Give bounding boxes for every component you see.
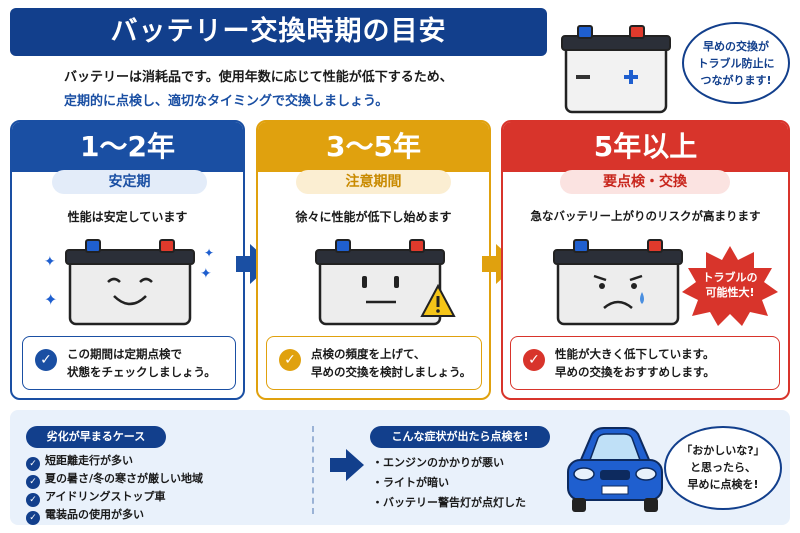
battery-illustration-icon [561,25,671,114]
check-advice-line-1: 「おかしいな?」 [681,444,765,457]
card-stable-years: 1〜2年 [12,122,243,172]
check-icon: ✓ [26,475,40,489]
sparkle-icon: ✦ [204,246,215,260]
trouble-burst-label: トラブルの 可能性大! [690,270,770,300]
card-replace-note-line-1: 性能が大きく低下しています。 [555,347,715,361]
check-icon: ✓ [26,511,40,525]
cases-title: 劣化が早まるケース [26,426,166,448]
card-replace-note: ✓ 性能が大きく低下しています。 早めの交換をおすすめします。 [510,336,780,390]
check-icon: ✓ [35,349,57,371]
check-advice-bubble: 「おかしいな?」 と思ったら、 早めに点検を! [664,426,782,510]
card-replace-note-line-2: 早めの交換をおすすめします。 [555,365,715,379]
card-caution-desc: 徐々に性能が低下し始めます [295,210,452,224]
check-icon: ✓ [26,457,40,471]
arrow-right-icon [236,256,250,272]
trouble-burst-line-1: トラブルの [702,271,758,284]
advice-line-2: トラブル防止に [697,57,775,70]
symptom-item: ・ライトが暗い [372,476,449,489]
card-replace-status: 要点検・交換 [560,170,730,194]
card-stable-note-line-1: この期間は定期点検で [67,347,182,361]
check-advice-line-2: と思ったら、 [690,461,756,474]
case-text: 電装品の使用が多い [45,508,144,521]
arrow-right-icon [330,458,346,472]
advice-line-1: 早めの交換が [703,40,769,53]
symptom-item: ・バッテリー警告灯が点灯した [372,496,526,509]
case-item: ✓ 電装品の使用が多い [26,506,144,525]
card-caution-status: 注意期間 [296,170,451,194]
check-icon: ✓ [523,349,545,371]
symptoms-title: こんな症状が出たら点検を! [370,426,550,448]
card-stable-note-line-2: 状態をチェックしましょう。 [67,365,216,379]
check-icon: ✓ [279,349,301,371]
arrow-right-icon [482,256,496,272]
advice-line-3: つながります! [700,74,772,87]
card-caution-note-line-2: 早めの交換を検討しましょう。 [311,365,472,379]
sad-battery-icon [553,239,683,326]
case-item: ✓ 短距離走行が多い [26,452,133,471]
sparkle-icon: ✦ [44,254,56,270]
card-replace-years: 5年以上 [503,122,788,172]
happy-battery-icon [65,239,195,326]
card-stable-status: 安定期 [52,170,207,194]
case-item: ✓ アイドリングストップ車 [26,488,165,507]
case-item: ✓ 夏の暑さ/冬の寒さが厳しい地域 [26,470,203,489]
warning-icon [420,284,456,317]
check-icon: ✓ [26,493,40,507]
card-caution-note: ✓ 点検の頻度を上げて、 早めの交換を検討しましょう。 [266,336,482,390]
card-stable-note: ✓ この期間は定期点検で 状態をチェックしましょう。 [22,336,236,390]
trouble-burst-icon [682,246,778,326]
card-replace-desc: 急なバッテリー上がりのリスクが高まります [530,209,761,223]
card-caution-note-line-1: 点検の頻度を上げて、 [311,347,426,361]
neutral-battery-icon [315,239,445,326]
page-title: バッテリー交換時期の目安 [10,8,547,56]
symptom-item: ・エンジンのかかりが悪い [372,456,504,469]
trouble-burst-line-2: 可能性大! [705,286,755,299]
check-advice-line-3: 早めに点検を! [687,478,759,491]
intro-line-1: バッテリーは消耗品です。使用年数に応じて性能が低下するため、 [64,70,453,85]
sparkle-icon: ✦ [44,290,58,309]
case-text: 夏の暑さ/冬の寒さが厳しい地域 [45,472,204,485]
intro-line-2: 定期的に点検し、適切なタイミングで交換しましょう。 [64,94,389,109]
advice-bubble: 早めの交換が トラブル防止に つながります! [682,22,790,104]
case-text: アイドリングストップ車 [45,490,166,503]
case-text: 短距離走行が多い [45,454,133,467]
card-caution-years: 3〜5年 [258,122,489,172]
car-icon [567,427,663,512]
sparkle-icon: ✦ [200,266,212,282]
card-stable-desc: 性能は安定しています [67,210,188,224]
arrow-right-icon [346,449,364,481]
divider [312,426,314,514]
